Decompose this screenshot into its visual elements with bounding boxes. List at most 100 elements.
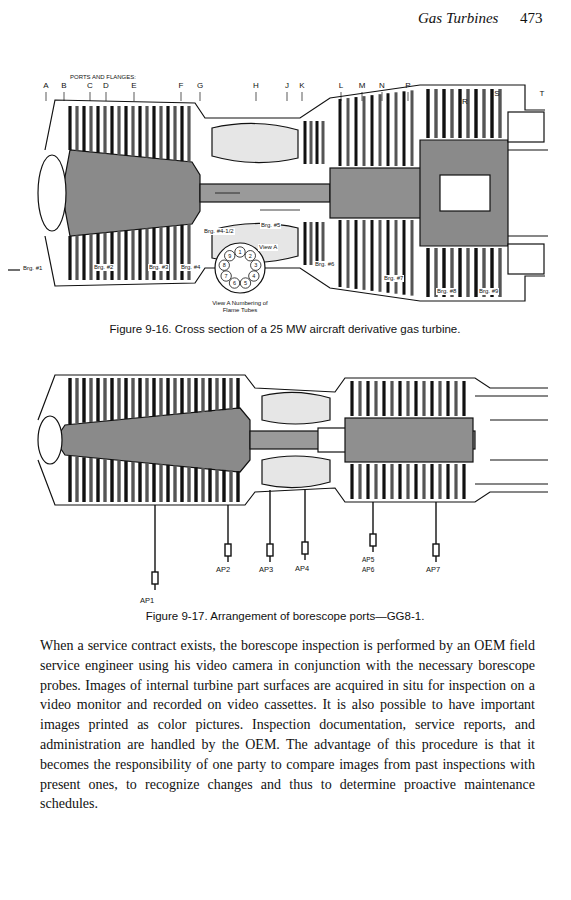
- blade: [82, 235, 85, 280]
- blade: [310, 121, 313, 164]
- blade: [387, 93, 390, 166]
- blade: [166, 106, 169, 160]
- flame-tube-number: 4: [252, 273, 255, 279]
- blade: [201, 378, 204, 412]
- blade: [103, 233, 106, 281]
- blade: [180, 466, 183, 502]
- blade: [466, 89, 469, 138]
- blade: [96, 459, 99, 502]
- blade: [208, 469, 211, 502]
- port-heading: PORTS AND FLANGES:: [70, 74, 136, 81]
- flame-tube-number: 3: [254, 262, 257, 268]
- flame-tube-number: 6: [233, 280, 236, 286]
- blade: [187, 467, 190, 502]
- port-letter: L: [339, 82, 343, 91]
- blade: [382, 381, 385, 416]
- leader-line: [90, 92, 91, 101]
- blade: [350, 464, 353, 499]
- blade: [398, 381, 401, 416]
- blade: [96, 106, 99, 153]
- port-letter: J: [285, 82, 289, 91]
- blade: [68, 378, 71, 424]
- port-letter: K: [299, 82, 304, 91]
- blade: [166, 378, 169, 415]
- flame-tube: [235, 247, 245, 257]
- blade: [68, 456, 71, 502]
- blade: [490, 89, 493, 138]
- blade: [152, 106, 155, 158]
- blade: [363, 220, 366, 290]
- blade: [236, 471, 239, 502]
- blade: [194, 467, 197, 502]
- blade: [236, 378, 239, 409]
- blade: [117, 231, 120, 280]
- borescope-cross-section: [38, 375, 548, 505]
- probe-fitting: [152, 572, 158, 584]
- blade: [215, 378, 218, 411]
- blade: [131, 462, 134, 502]
- blade: [187, 106, 190, 162]
- blade: [124, 378, 127, 419]
- port-letter: A: [43, 82, 48, 91]
- probe-fitting: [267, 544, 273, 556]
- blade: [387, 220, 390, 293]
- blade: [110, 232, 113, 280]
- blade: [187, 224, 190, 280]
- port-label: AP7: [426, 566, 440, 574]
- flame-tube: [251, 260, 261, 270]
- leader-line: [362, 92, 363, 101]
- blade: [371, 95, 374, 166]
- blade: [117, 106, 120, 155]
- blade: [430, 381, 433, 416]
- blade: [138, 229, 141, 280]
- blade: [406, 464, 409, 499]
- blade: [145, 378, 148, 417]
- blade: [138, 462, 141, 502]
- blade: [379, 220, 382, 292]
- bearing-label: Brg. #2: [93, 264, 114, 271]
- flame-tube: [225, 251, 235, 261]
- blade: [145, 463, 148, 502]
- flame-tube: [229, 278, 239, 288]
- blade: [96, 233, 99, 280]
- blade: [173, 378, 176, 415]
- blade: [304, 121, 307, 164]
- blade: [103, 378, 106, 421]
- figure-caption: Figure 9-17. Arrangement of borescope po…: [146, 610, 425, 623]
- bearing-label: Brg. #5: [260, 222, 281, 229]
- flame-tube-number: 5: [244, 280, 247, 286]
- blade: [446, 381, 449, 416]
- blade: [159, 106, 162, 159]
- blade: [347, 98, 350, 166]
- blade: [89, 458, 92, 502]
- bearing-label: Brg. #4-1/2: [203, 228, 235, 235]
- blade: [89, 378, 92, 422]
- port-letter: P: [405, 82, 410, 91]
- flame-tube: [249, 271, 259, 281]
- blade: [117, 378, 120, 420]
- blade: [355, 220, 358, 289]
- blade: [458, 248, 461, 297]
- bearing-label: Brg. #3: [148, 264, 169, 271]
- blade: [68, 236, 71, 280]
- bearing-label: Brg. #7: [383, 275, 404, 282]
- flame-tube-number: 8: [223, 262, 226, 268]
- page-number: 473: [520, 10, 543, 27]
- leader-line: [302, 92, 303, 101]
- blade: [152, 378, 155, 416]
- flame-tube: [221, 271, 231, 281]
- blade: [138, 378, 141, 418]
- probe-fitting: [370, 534, 376, 546]
- port-letter: B: [61, 82, 66, 91]
- blade: [316, 121, 319, 164]
- bearing-label: Brg. #4: [180, 264, 201, 271]
- blade: [379, 94, 382, 166]
- blade: [374, 464, 377, 499]
- blade: [442, 89, 445, 138]
- blade: [422, 381, 425, 416]
- blade: [454, 381, 457, 416]
- probe-fitting: [302, 542, 308, 554]
- blade: [414, 381, 417, 416]
- blade: [75, 457, 78, 502]
- leader-line: [408, 92, 409, 101]
